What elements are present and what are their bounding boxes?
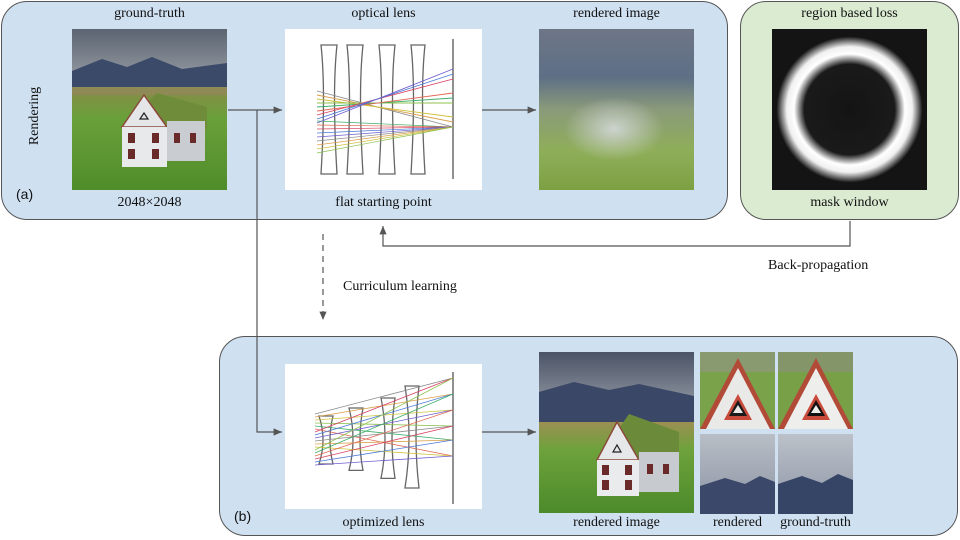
ground-truth-crop-roof xyxy=(778,352,853,429)
panel-a-tag: (a) xyxy=(16,186,34,202)
panel-b-tag: (b) xyxy=(234,508,252,524)
lens-element-1 xyxy=(320,44,338,175)
ray xyxy=(314,409,454,439)
ray xyxy=(316,92,454,112)
ray xyxy=(314,439,454,463)
rendered-image-title: rendered image xyxy=(573,6,660,21)
crop-ground-truth-caption: ground-truth xyxy=(780,515,851,530)
ray xyxy=(316,126,454,138)
ground-truth-house-image xyxy=(72,29,227,190)
ray xyxy=(314,409,454,421)
optimized-lens-caption: optimized lens xyxy=(342,515,425,530)
ray xyxy=(314,393,454,436)
ray xyxy=(314,425,454,442)
ray xyxy=(316,94,454,123)
ray xyxy=(314,393,454,418)
ray xyxy=(316,124,454,128)
ray xyxy=(316,126,454,150)
flat-lens-caption: flat starting point xyxy=(335,195,432,210)
ray xyxy=(316,97,454,108)
ground-truth-title: ground-truth xyxy=(114,6,185,21)
mask-window-image xyxy=(772,29,927,190)
ray xyxy=(314,409,454,457)
mask-window-caption: mask window xyxy=(810,195,889,210)
optimized-lens-element-4 xyxy=(404,385,420,489)
ray xyxy=(316,126,454,154)
blurry-rendered-image xyxy=(539,29,694,190)
back-propagation-label: Back-propagation xyxy=(768,258,869,273)
ray xyxy=(314,377,454,451)
rendered-image-caption: rendered image xyxy=(573,515,660,530)
ray xyxy=(316,126,454,146)
ray xyxy=(316,120,454,128)
ray xyxy=(314,393,454,454)
region-loss-title: region based loss xyxy=(801,6,898,21)
ray xyxy=(316,126,454,130)
lens-element-3 xyxy=(378,44,396,175)
rendering-side-label: Rendering xyxy=(27,86,42,146)
ray xyxy=(316,98,454,118)
ray xyxy=(316,126,454,134)
rendered-crop-roof xyxy=(700,352,775,429)
ray xyxy=(316,68,454,124)
lens-element-4 xyxy=(410,44,426,175)
ray xyxy=(314,422,454,427)
ray xyxy=(316,73,454,120)
ray xyxy=(314,455,454,466)
optimized-lens-diagram xyxy=(285,364,482,509)
ray xyxy=(316,126,454,142)
ray xyxy=(314,377,454,433)
ray xyxy=(314,425,454,460)
ground-truth-caption: 2048×2048 xyxy=(117,195,182,210)
curriculum-learning-label: Curriculum learning xyxy=(343,279,457,294)
crop-rendered-caption: rendered xyxy=(713,515,762,530)
ray xyxy=(316,90,454,128)
ray xyxy=(314,377,454,415)
optical-lens-title: optical lens xyxy=(351,6,416,21)
rendered-crop-mountain xyxy=(700,434,775,514)
ray xyxy=(316,78,454,116)
flat-lens-diagram xyxy=(285,29,482,190)
optimized-lens-element-3 xyxy=(380,397,396,480)
ground-truth-crop-mountain xyxy=(778,434,853,514)
sharp-rendered-image xyxy=(539,352,694,513)
lens-element-2 xyxy=(346,44,364,175)
